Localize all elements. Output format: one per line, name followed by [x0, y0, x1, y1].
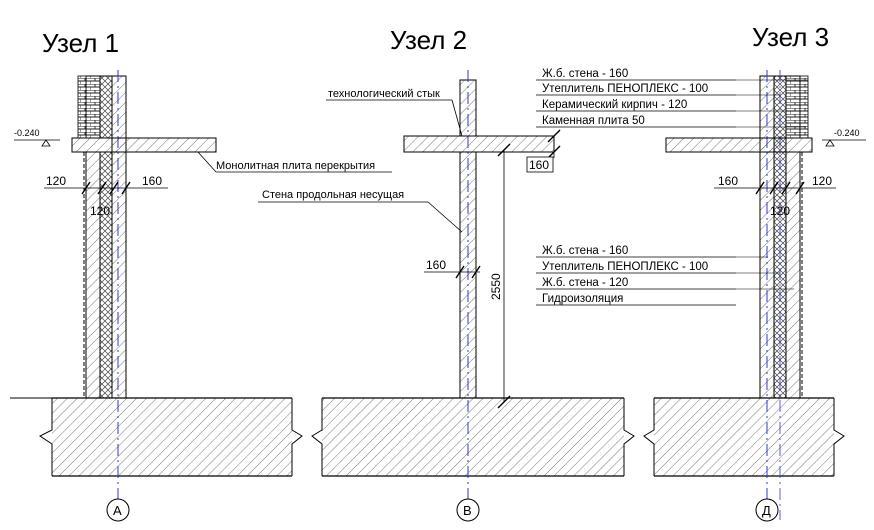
level-mark-right: -0.240: [822, 128, 866, 147]
callout-slab: Монолитная плита перекрытия: [197, 151, 392, 173]
dim-120-left: 120: [46, 174, 66, 188]
spec-lower-3: Ж.б. стена - 120: [542, 277, 628, 289]
foundation-node-1: [10, 397, 303, 477]
axis-marker-d: Д: [755, 498, 779, 522]
wall-node-1: [77, 70, 127, 520]
svg-text:-0.240: -0.240: [14, 128, 40, 138]
foundation-node-2: [311, 397, 635, 477]
slab-node-3: [665, 137, 813, 153]
foundation-node-3: [643, 397, 845, 477]
slab-node-1: [71, 137, 217, 153]
spec-upper-3: Керамический кирпич - 120: [542, 99, 687, 111]
svg-text:Монолитная плита перекрытия: Монолитная плита перекрытия: [216, 160, 375, 172]
title-node-2: Узел 2: [390, 25, 467, 55]
svg-text:Стена продольная несущая: Стена продольная несущая: [262, 189, 404, 201]
callout-wall: Стена продольная несущая: [258, 189, 463, 233]
wall-node-3: [759, 70, 809, 520]
spec-lower-4: Гидроизоляция: [542, 293, 623, 305]
spec-lower-2: Утеплитель ПЕНОПЛЕКС - 100: [542, 261, 708, 273]
dim-120-right: 120: [812, 174, 832, 188]
dim-160-slab: 160: [529, 158, 549, 172]
slab-node-2: [403, 135, 555, 153]
axis-marker-v: В: [456, 498, 480, 522]
level-mark-left: -0.240: [14, 128, 60, 147]
svg-text:-0.240: -0.240: [834, 128, 860, 138]
dim-2550-height: 2550: [489, 273, 503, 300]
spec-upper-1: Ж.б. стена - 160: [542, 68, 628, 80]
dimensions-node-2: 160 2550 160: [424, 129, 561, 409]
spec-lower-1: Ж.б. стена - 160: [542, 245, 628, 257]
wall-node-2: [459, 70, 477, 520]
dim-160-wall: 160: [426, 258, 446, 272]
svg-text:технологический стык: технологический стык: [328, 88, 440, 100]
title-node-1: Узел 1: [42, 28, 119, 58]
spec-upper-2: Утеплитель ПЕНОПЛЕКС - 100: [542, 83, 708, 95]
spec-list-upper: Ж.б. стена - 160 Утеплитель ПЕНОПЛЕКС - …: [536, 68, 808, 128]
title-node-3: Узел 3: [752, 22, 829, 52]
axis-marker-a: А: [106, 498, 130, 522]
svg-text:В: В: [463, 503, 472, 518]
dim-120-inner: 120: [90, 204, 110, 218]
svg-text:Д: Д: [762, 503, 771, 518]
callout-joint: технологический стык: [326, 88, 463, 137]
spec-list-lower: Ж.б. стена - 160 Утеплитель ПЕНОПЛЕКС - …: [536, 245, 794, 306]
dim-120-inner: 120: [770, 204, 790, 218]
dimensions-node-1: 120 160 120: [44, 174, 168, 218]
spec-upper-4: Каменная плита 50: [542, 115, 645, 127]
svg-text:А: А: [113, 503, 122, 518]
dim-160-left: 160: [718, 174, 738, 188]
dim-160-right: 160: [142, 174, 162, 188]
dimensions-node-3: 160 120 120: [714, 174, 836, 218]
